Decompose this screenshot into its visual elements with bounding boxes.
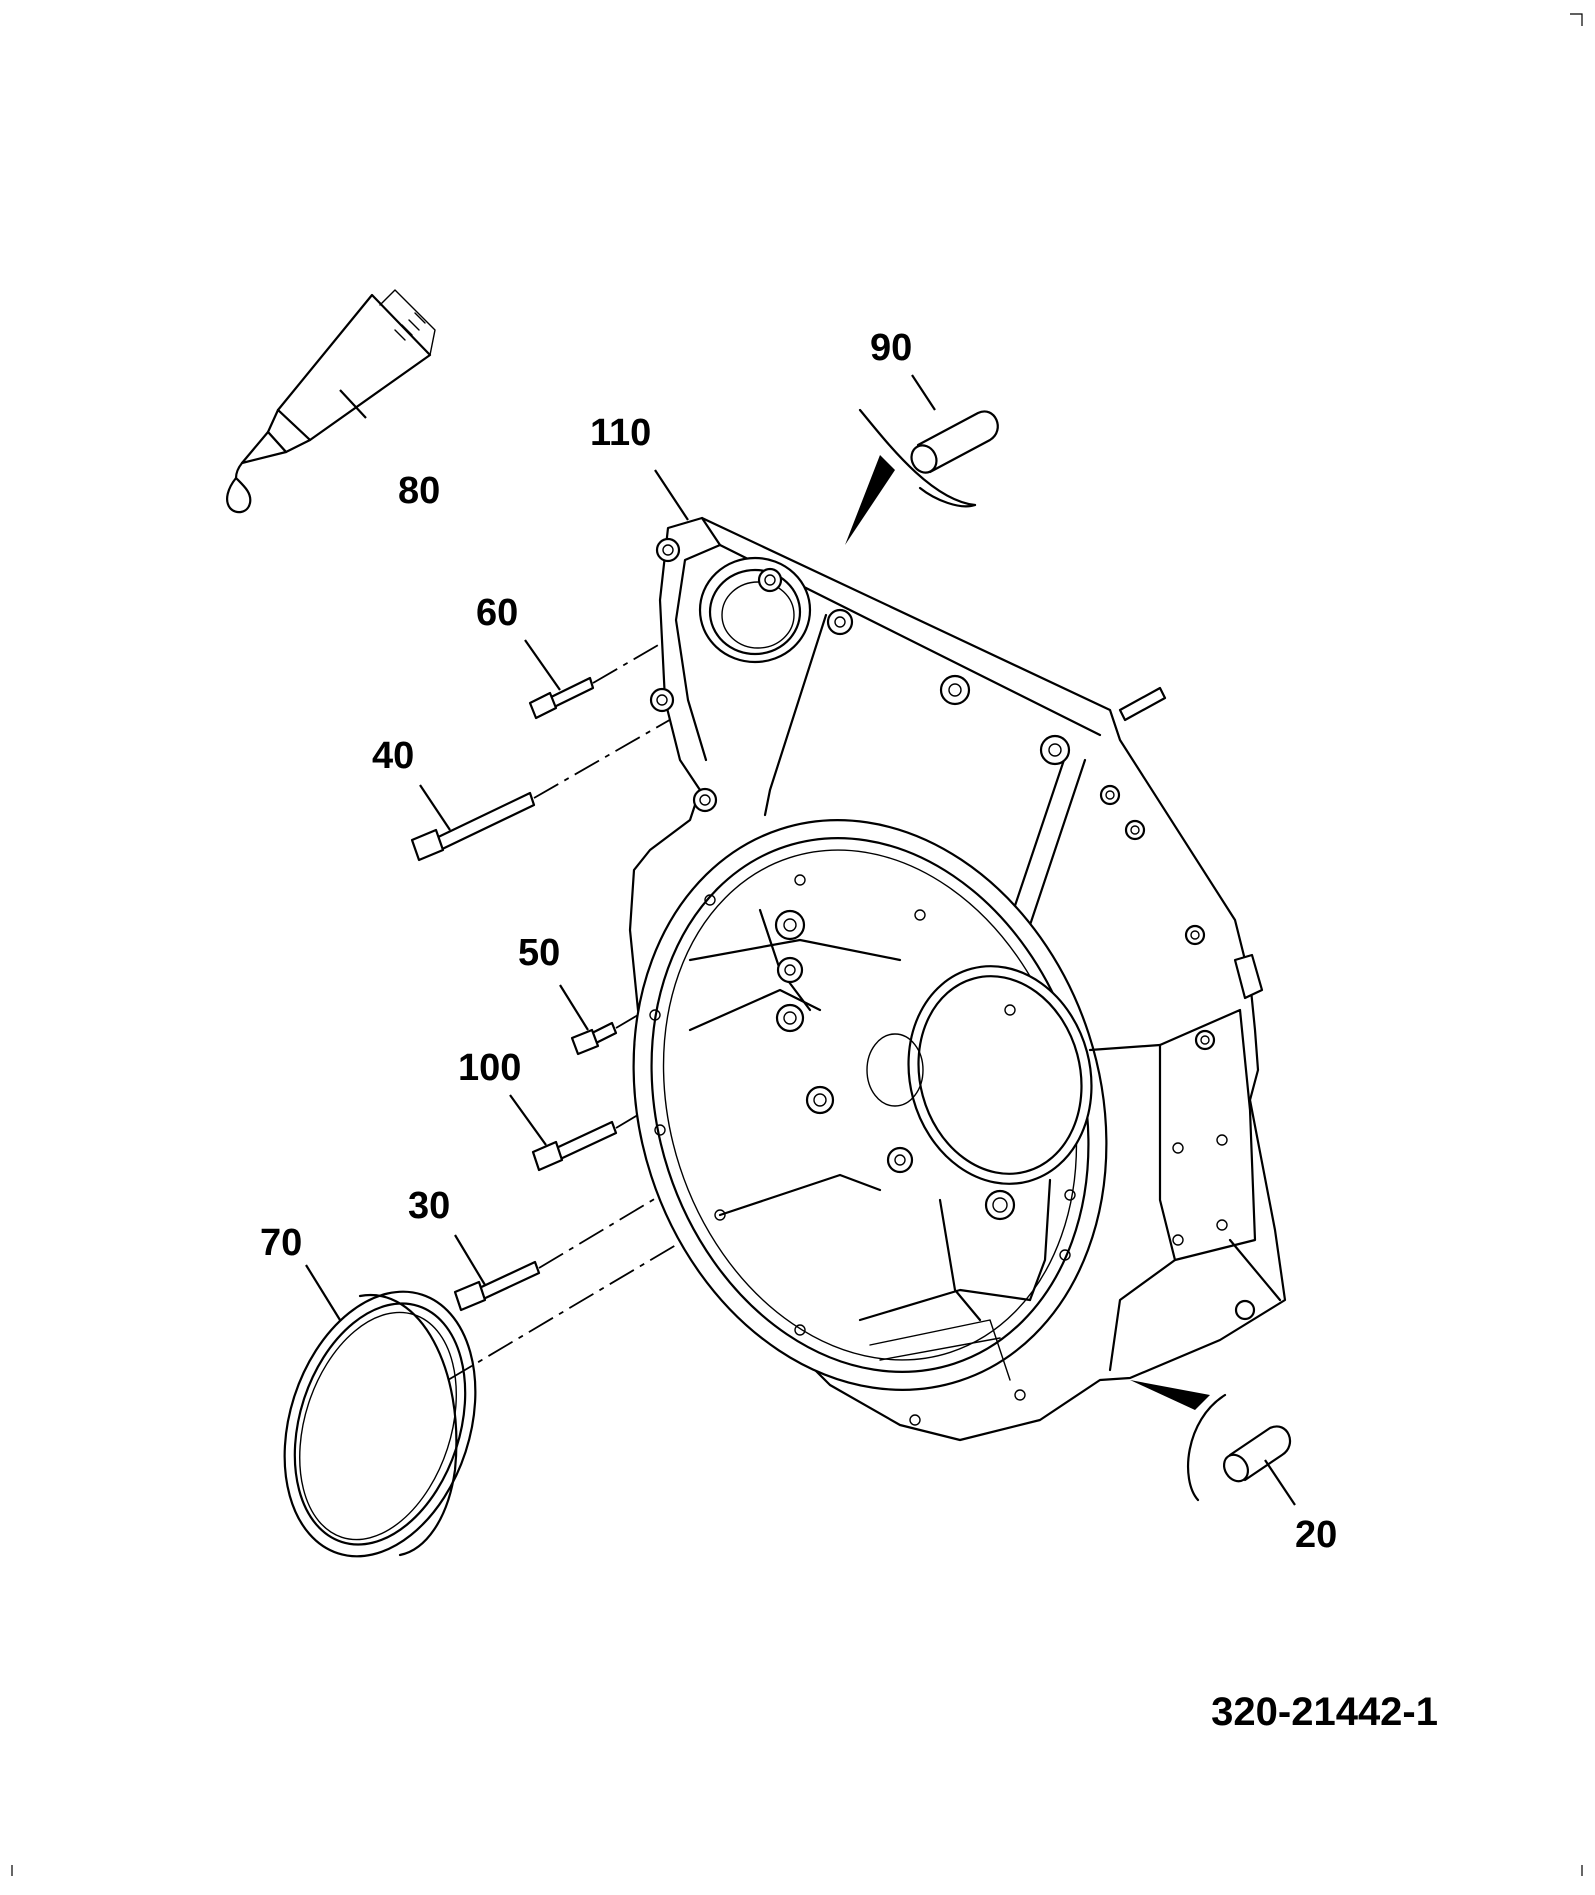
callout-60: 60 xyxy=(476,592,518,634)
housing-bolt-bosses xyxy=(649,537,1256,1426)
leader-lines xyxy=(305,374,1296,1506)
callout-20: 20 xyxy=(1295,1514,1337,1556)
callout-100: 100 xyxy=(458,1047,521,1089)
callout-30: 30 xyxy=(408,1185,450,1227)
callout-70: 70 xyxy=(260,1222,302,1264)
callout-labels: 110 90 80 60 40 50 100 30 70 20 xyxy=(260,327,1337,1556)
drawing-number: 320-21442-1 xyxy=(1211,1690,1438,1734)
dowel-pin-20 xyxy=(1130,1380,1292,1502)
sealant-tube-80 xyxy=(226,289,436,514)
callout-80: 80 xyxy=(398,470,440,512)
flywheel-housing-110 xyxy=(628,469,1287,1442)
sheet-corner-marks xyxy=(11,13,1583,1876)
callout-40: 40 xyxy=(372,735,414,777)
callout-110: 110 xyxy=(590,412,651,454)
callout-90: 90 xyxy=(870,327,912,369)
callout-50: 50 xyxy=(518,932,560,974)
dowel-pin-90 xyxy=(845,408,999,545)
